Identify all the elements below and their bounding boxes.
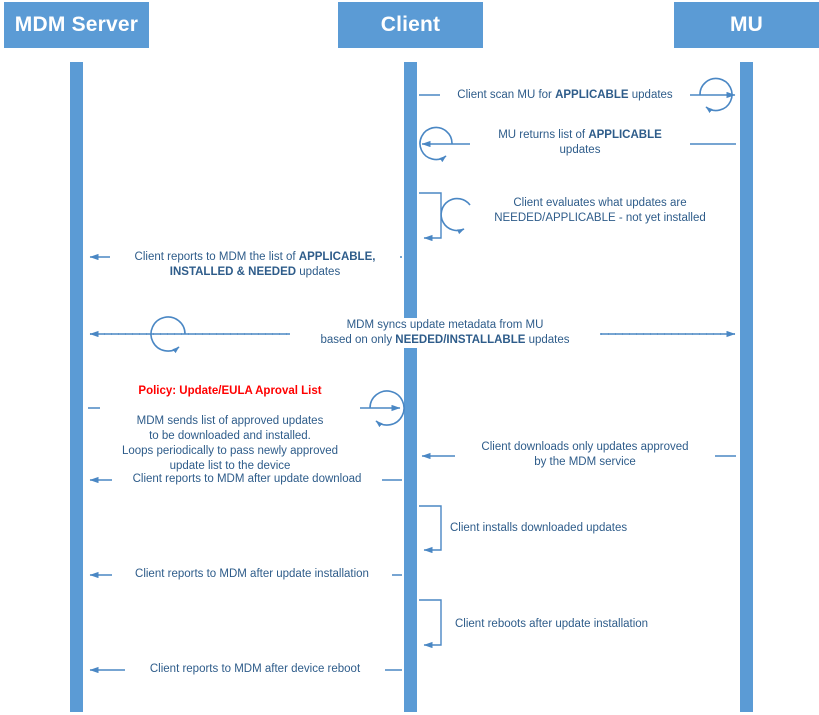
lifeline-header-mdm[interactable]: MDM Server <box>4 2 149 48</box>
activation-bar-client-bottom <box>404 383 417 712</box>
activation-bar-mu-top <box>740 62 753 292</box>
activation-bar-mu-bottom <box>740 383 753 712</box>
lifeline-header-client[interactable]: Client <box>338 2 483 48</box>
message-label-m11: Client reboots after update installation <box>455 617 715 632</box>
message-label-m9: Client installs downloaded updates <box>450 521 700 536</box>
message-self-m3[interactable] <box>419 192 471 242</box>
lifeline-header-label-mdm: MDM Server <box>14 13 139 36</box>
loop-icon-m2 <box>419 126 453 163</box>
loop-icon-m1 <box>699 77 733 114</box>
message-label-m4: Client reports to MDM the list of APPLIC… <box>110 250 400 280</box>
loop-icon-m3 <box>440 197 471 235</box>
message-label-m1: Client scan MU for APPLICABLE updates <box>440 88 690 103</box>
loop-icon-m6 <box>369 390 405 428</box>
activation-bar-client-top <box>404 62 417 282</box>
message-self-m9[interactable] <box>419 505 442 554</box>
policy-label-m6: Policy: Update/EULA Aproval List <box>138 385 322 397</box>
message-label-m6: Policy: Update/EULA Aproval List MDM sen… <box>100 369 360 474</box>
lifeline-mdm <box>70 62 83 712</box>
lifeline-header-label-mu: MU <box>729 13 764 36</box>
message-label-m10: Client reports to MDM after update insta… <box>112 567 392 582</box>
lifeline-header-mu[interactable]: MU <box>674 2 819 48</box>
loop-icon-m5 <box>150 316 186 354</box>
message-self-m11[interactable] <box>419 599 442 649</box>
message-label-m12: Client reports to MDM after device reboo… <box>125 662 385 677</box>
lifeline-header-label-client: Client <box>380 13 441 36</box>
message-label-m8: Client reports to MDM after update downl… <box>112 472 382 487</box>
